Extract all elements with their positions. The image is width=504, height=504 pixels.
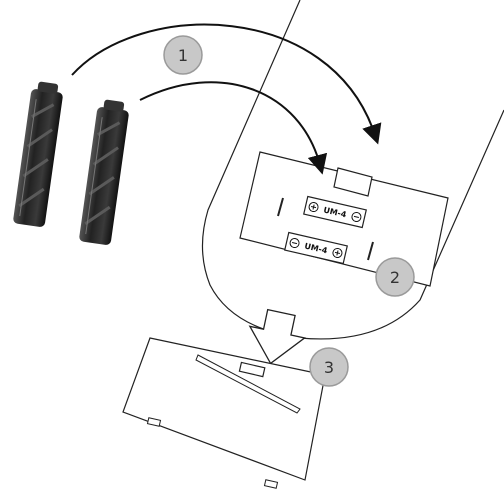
step-badge-3: 3 — [309, 347, 349, 387]
minus-terminal-icon — [351, 211, 362, 222]
cell-slot-2: UM-4 — [284, 231, 348, 265]
battery-cover — [122, 337, 326, 489]
step-badge-1: 1 — [163, 35, 203, 75]
battery-right — [79, 99, 129, 245]
insertion-arrow-outer — [71, 23, 382, 145]
step-number-2: 2 — [390, 268, 400, 287]
plus-terminal-icon — [332, 247, 343, 258]
down-arrow-icon — [248, 308, 307, 365]
step-number-1: 1 — [178, 46, 188, 65]
remote-control-body — [201, 0, 504, 340]
cell-slot-1: UM-4 — [303, 195, 367, 229]
step-number-3: 3 — [324, 358, 334, 377]
compartment-slot-right — [367, 241, 374, 261]
plus-terminal-icon — [308, 202, 319, 213]
battery-left — [13, 81, 63, 227]
step-badge-2: 2 — [375, 257, 415, 297]
insertion-arrow-inner — [139, 81, 328, 175]
compartment-slot-left — [277, 197, 284, 217]
minus-terminal-icon — [289, 238, 300, 249]
